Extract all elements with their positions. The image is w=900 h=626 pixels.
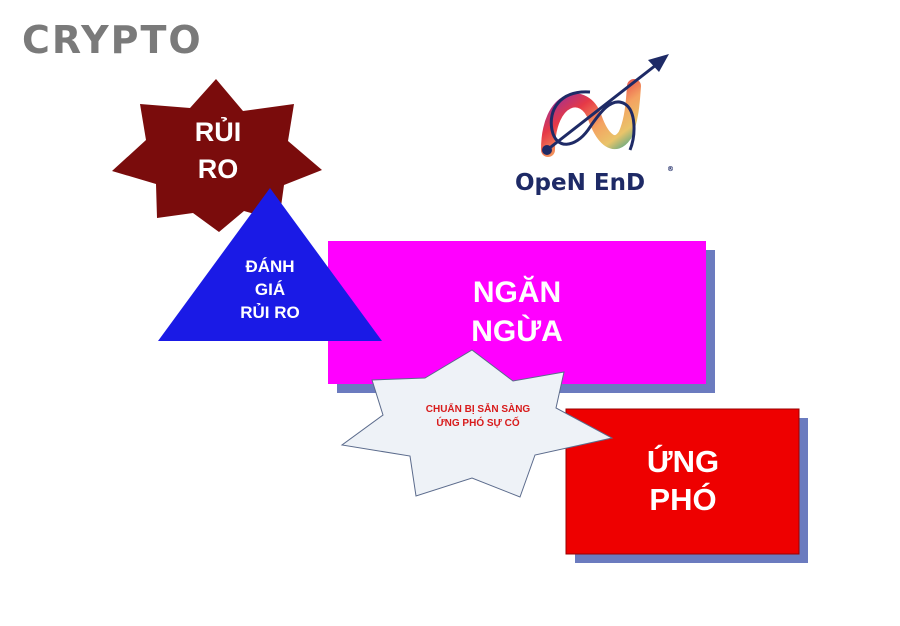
assessment-triangle: ĐÁNH GIÁ RỦI RO	[158, 188, 382, 341]
response-box: ỨNG PHÓ	[565, 408, 808, 563]
logo-text: OpeN EnD	[515, 170, 645, 196]
preparedness-line2: ỨNG PHÓ SỰ CỐ	[436, 415, 519, 429]
assessment-line1: ĐÁNH	[245, 257, 294, 276]
assessment-triangle-shape	[158, 188, 382, 341]
prevention-line2: NGỪA	[471, 314, 563, 348]
response-box-fill	[565, 408, 800, 555]
response-line1: ỨNG	[647, 443, 719, 479]
preparedness-line1: CHUẨN BỊ SẴN SÀNG	[426, 402, 531, 415]
response-line2: PHÓ	[649, 481, 716, 517]
risk-line1: RỦI	[195, 115, 242, 147]
logo-arrow-head-icon	[648, 54, 669, 72]
logo-dot-icon	[542, 145, 552, 155]
brand-title: CRYPTO	[22, 18, 203, 62]
logo-registered-mark: ®	[667, 165, 674, 173]
logo-infinity-icon	[541, 54, 669, 157]
risk-line2: RO	[198, 154, 239, 184]
assessment-line2: GIÁ	[255, 280, 285, 299]
assessment-line3: RỦI RO	[240, 303, 300, 322]
preparedness-star-shape	[340, 349, 614, 498]
preparedness-star: CHUẨN BỊ SẴN SÀNG ỨNG PHÓ SỰ CỐ	[340, 349, 614, 498]
prevention-line1: NGĂN	[473, 275, 561, 309]
prevention-box: NGĂN NGỪA	[328, 241, 715, 393]
prevention-box-fill	[328, 241, 706, 384]
risk-star: RỦI RO	[112, 79, 322, 232]
open-end-logo: OpeN EnD ®	[515, 54, 674, 196]
logo-arrow-line	[546, 56, 666, 152]
